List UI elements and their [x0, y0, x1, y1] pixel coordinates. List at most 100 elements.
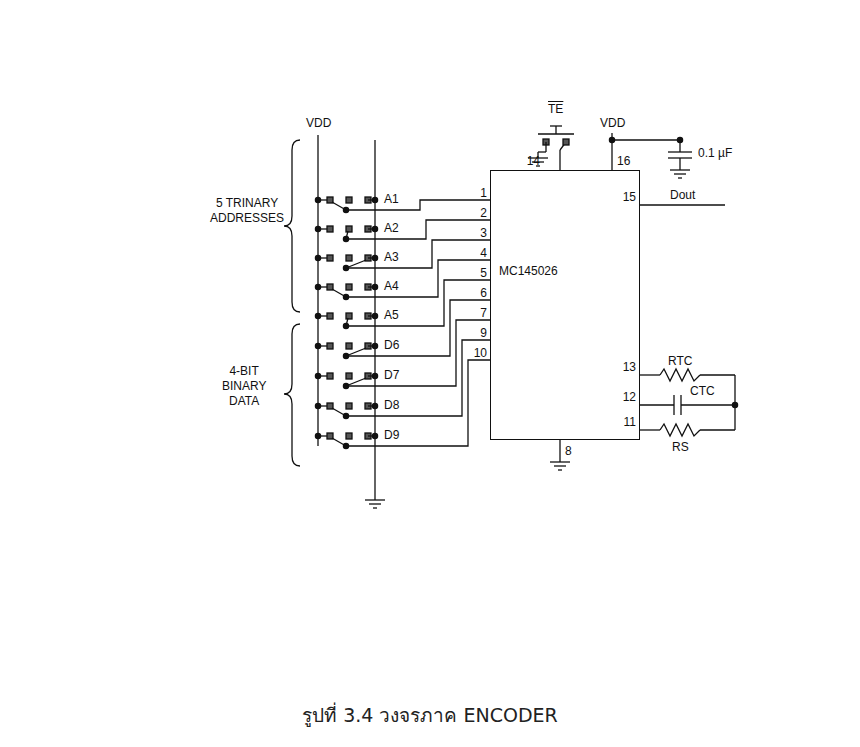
- pin-number: 8: [565, 444, 572, 458]
- ground-symbol: [674, 173, 686, 174]
- data-brace: [284, 324, 300, 466]
- vdd-wire: [612, 139, 680, 140]
- capacitor-value: 0.1 µF: [698, 146, 732, 160]
- pin-number: 13: [623, 360, 636, 374]
- switch-contact: [327, 255, 333, 261]
- address-pin: A1: [384, 192, 399, 206]
- pin-number: 15: [623, 190, 636, 204]
- switch-contact: [346, 343, 352, 349]
- pin-number: 16: [617, 154, 630, 168]
- pin-number: 1: [480, 186, 487, 200]
- ground-symbol: [558, 469, 562, 470]
- switch-blade: [346, 260, 366, 268]
- dout-wire: [640, 204, 725, 205]
- pin-wire: [681, 404, 735, 405]
- resistor-symbol: [660, 369, 700, 381]
- junction-dot: [372, 226, 377, 231]
- pin-number: 3: [480, 226, 487, 240]
- data-pin: D8: [384, 398, 399, 412]
- cap-lead: [679, 140, 680, 152]
- ground-symbol: [678, 177, 682, 178]
- pin-wire: [700, 429, 735, 430]
- switch-contact: [563, 139, 569, 145]
- pin-number: 14: [527, 154, 540, 168]
- pin-wire: [559, 440, 560, 462]
- pin-wire: [346, 220, 490, 239]
- switch-contact: [327, 373, 333, 379]
- pin-wire: [700, 374, 735, 375]
- junction-dot: [372, 403, 377, 408]
- capacitor-symbol: [668, 151, 692, 152]
- pin-wire: [640, 404, 674, 405]
- ground-symbol: [550, 461, 570, 462]
- switch-blade: [346, 348, 366, 356]
- pin-number: 11: [624, 415, 636, 429]
- switch-contact: [327, 313, 333, 319]
- signal-label: Dout: [670, 188, 695, 202]
- address-brace: [284, 140, 300, 312]
- switch-contact: [327, 226, 333, 232]
- switch-blade: [332, 289, 346, 297]
- switch-contact: [346, 433, 352, 439]
- junction-dot: [372, 255, 377, 260]
- cap-lead: [679, 158, 680, 170]
- pin-wire: [346, 200, 490, 210]
- switch-contact: [327, 343, 333, 349]
- pin-wire: [346, 300, 490, 356]
- resistor-symbol: [660, 424, 700, 436]
- switch-contact: [346, 403, 352, 409]
- pin-number: 2: [480, 206, 487, 220]
- ground-symbol: [554, 465, 566, 466]
- vdd-rail: [317, 135, 318, 446]
- switch-blade: [332, 202, 346, 210]
- switch-contact: [346, 255, 352, 261]
- ground-symbol: [369, 503, 381, 504]
- signal-label: TE: [548, 102, 563, 116]
- ground-symbol: [373, 507, 377, 508]
- switch-contact: [346, 284, 352, 290]
- capacitor-symbol: [673, 395, 674, 415]
- ic-part-number: MC145026: [499, 264, 558, 278]
- switch-blade: [346, 231, 348, 239]
- pin-wire: [640, 374, 660, 375]
- switch-blade: [332, 408, 346, 416]
- junction-dot: [372, 284, 377, 289]
- pushbutton-stem: [555, 126, 556, 134]
- pin-wire: [545, 142, 546, 152]
- component-label: RTC: [668, 354, 692, 368]
- junction-dot: [372, 343, 377, 348]
- switch-blade: [346, 318, 348, 326]
- group-label: 4-BIT BINARY DATA: [222, 364, 266, 409]
- junction-dot: [372, 197, 377, 202]
- pin-wire: [346, 280, 490, 326]
- switch-contact: [346, 197, 352, 203]
- component-label: CTC: [690, 384, 715, 398]
- switch-blade: [332, 438, 346, 446]
- pin-number: 9: [480, 326, 487, 340]
- pin-number: 12: [623, 390, 636, 404]
- pin-wire: [346, 260, 490, 297]
- junction-dot: [372, 433, 377, 438]
- pin-wire: [640, 429, 660, 430]
- pin-number: 6: [480, 286, 487, 300]
- address-pin: A3: [384, 250, 399, 264]
- pin-number: 10: [474, 346, 487, 360]
- component-label: RS: [672, 440, 689, 454]
- switch-blade: [346, 378, 366, 386]
- switch-contact: [346, 313, 352, 319]
- data-pin: D6: [384, 338, 399, 352]
- junction-dot: [732, 402, 737, 407]
- junction-dot: [372, 313, 377, 318]
- supply-label: VDD: [306, 116, 331, 130]
- junction-dot: [372, 373, 377, 378]
- pin-wire: [538, 151, 546, 152]
- address-pin: A2: [384, 221, 399, 235]
- ground-symbol: [670, 169, 690, 170]
- pin-number: 5: [480, 266, 487, 280]
- ground-symbol: [365, 499, 385, 500]
- data-pin: D9: [384, 428, 399, 442]
- pin-wire: [559, 150, 560, 170]
- group-label: 5 TRINARY ADDRESSES: [210, 196, 284, 226]
- pin-wire: [346, 360, 490, 446]
